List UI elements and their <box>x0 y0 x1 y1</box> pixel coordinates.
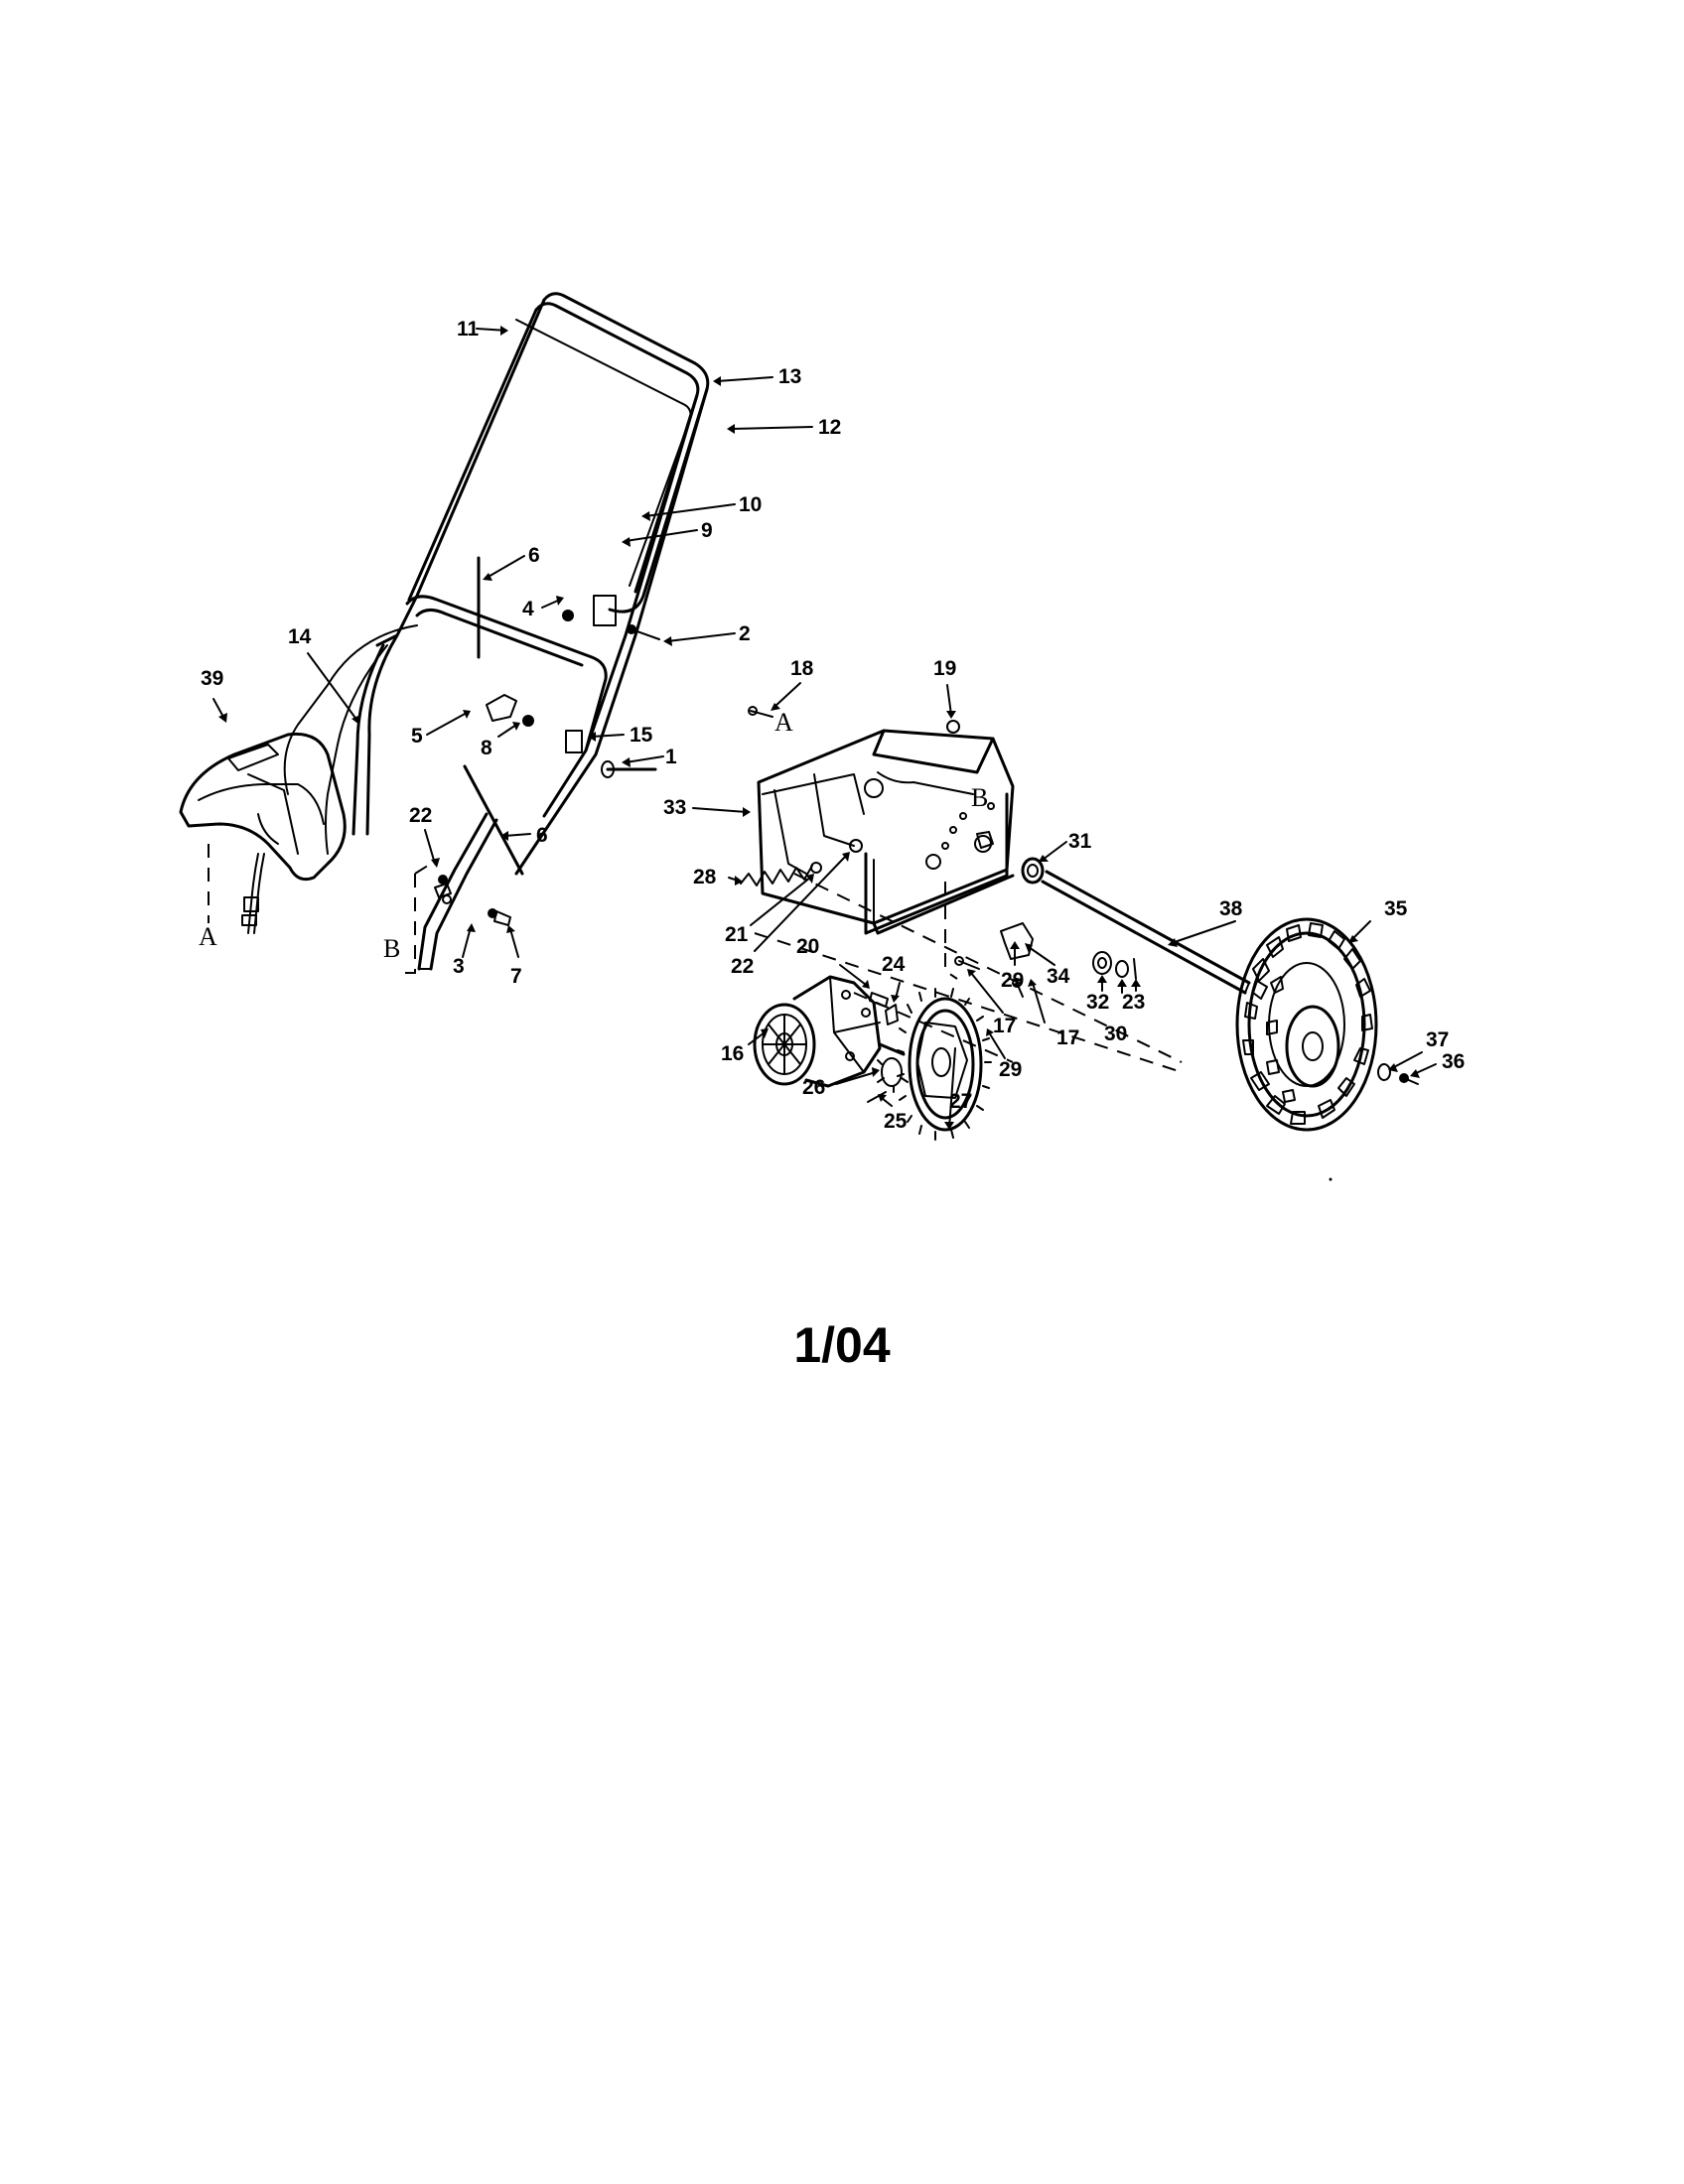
callout-20: 20 <box>796 935 819 958</box>
callout-31: 31 <box>1068 830 1092 853</box>
wheel-assembly <box>1235 917 1419 1132</box>
reference-letter-a-left: A <box>199 922 217 951</box>
callout-36: 36 <box>1442 1050 1465 1073</box>
reference-line-b-right <box>944 882 958 980</box>
callout-17-right: 17 <box>1056 1026 1079 1049</box>
transmission-assembly <box>753 975 909 1103</box>
leader-lines <box>212 326 1437 1130</box>
bolt-18 <box>750 710 773 718</box>
callout-24: 24 <box>882 953 906 976</box>
callout-14: 14 <box>288 625 312 648</box>
callout-12: 12 <box>818 416 841 439</box>
nut-4 <box>562 610 574 621</box>
callout-29-upper: 29 <box>1001 969 1024 992</box>
callout-16: 16 <box>721 1042 744 1065</box>
axle-assembly <box>754 857 1251 1073</box>
callout-9: 9 <box>701 519 713 542</box>
callout-32: 32 <box>1086 991 1109 1014</box>
callout-23: 23 <box>1122 991 1145 1014</box>
callout-21: 21 <box>725 923 749 946</box>
callout-33: 33 <box>663 796 686 819</box>
bearing-31 <box>1021 857 1045 885</box>
callout-25: 25 <box>884 1110 908 1133</box>
callout-22-right: 22 <box>731 955 754 978</box>
callout-27: 27 <box>949 1090 972 1113</box>
callout-11: 11 <box>457 318 480 341</box>
callout-6-lower: 6 <box>536 824 548 847</box>
callout-22-left: 22 <box>409 804 432 827</box>
reference-letter-b-left: B <box>383 934 400 963</box>
callout-17-left: 17 <box>993 1015 1016 1037</box>
callout-1: 1 <box>665 746 677 768</box>
callout-10: 10 <box>739 493 762 516</box>
date-code: 1/04 <box>793 1317 891 1373</box>
reference-letter-a-right: A <box>774 708 793 737</box>
belt-cover <box>179 732 347 934</box>
fitting-19 <box>946 720 960 734</box>
callout-7: 7 <box>510 965 522 988</box>
callout-28: 28 <box>693 866 717 888</box>
tire-tread <box>1242 922 1373 1125</box>
callout-13: 13 <box>778 365 801 388</box>
spring <box>740 862 822 887</box>
callout-34: 34 <box>1047 965 1070 988</box>
nut-21 <box>849 839 863 853</box>
callout-29-lower: 29 <box>999 1058 1022 1081</box>
callout-39: 39 <box>201 667 223 690</box>
callout-18: 18 <box>790 657 814 680</box>
handle-assembly <box>283 292 710 971</box>
callout-37: 37 <box>1426 1028 1449 1051</box>
callout-35: 35 <box>1384 897 1408 920</box>
callout-3: 3 <box>453 955 465 978</box>
callout-8: 8 <box>481 737 492 759</box>
drive-gear <box>897 988 992 1141</box>
callout-26: 26 <box>802 1076 825 1099</box>
callout-30: 30 <box>1104 1023 1127 1045</box>
reference-bracket-b-left <box>399 874 416 974</box>
reference-letters: A B A B <box>199 708 988 963</box>
reference-letter-b-right: B <box>971 783 988 812</box>
callout-38: 38 <box>1219 897 1243 920</box>
callout-15: 15 <box>630 724 653 747</box>
callout-6-upper: 6 <box>528 544 540 567</box>
callout-2: 2 <box>739 622 751 645</box>
callout-4: 4 <box>522 598 534 620</box>
frame-assembly <box>757 729 1015 935</box>
callout-labels: 11 13 12 10 9 6 4 2 14 39 5 8 15 1 6 22 … <box>201 318 1465 1133</box>
callout-5: 5 <box>411 725 423 748</box>
callout-19: 19 <box>933 657 956 680</box>
